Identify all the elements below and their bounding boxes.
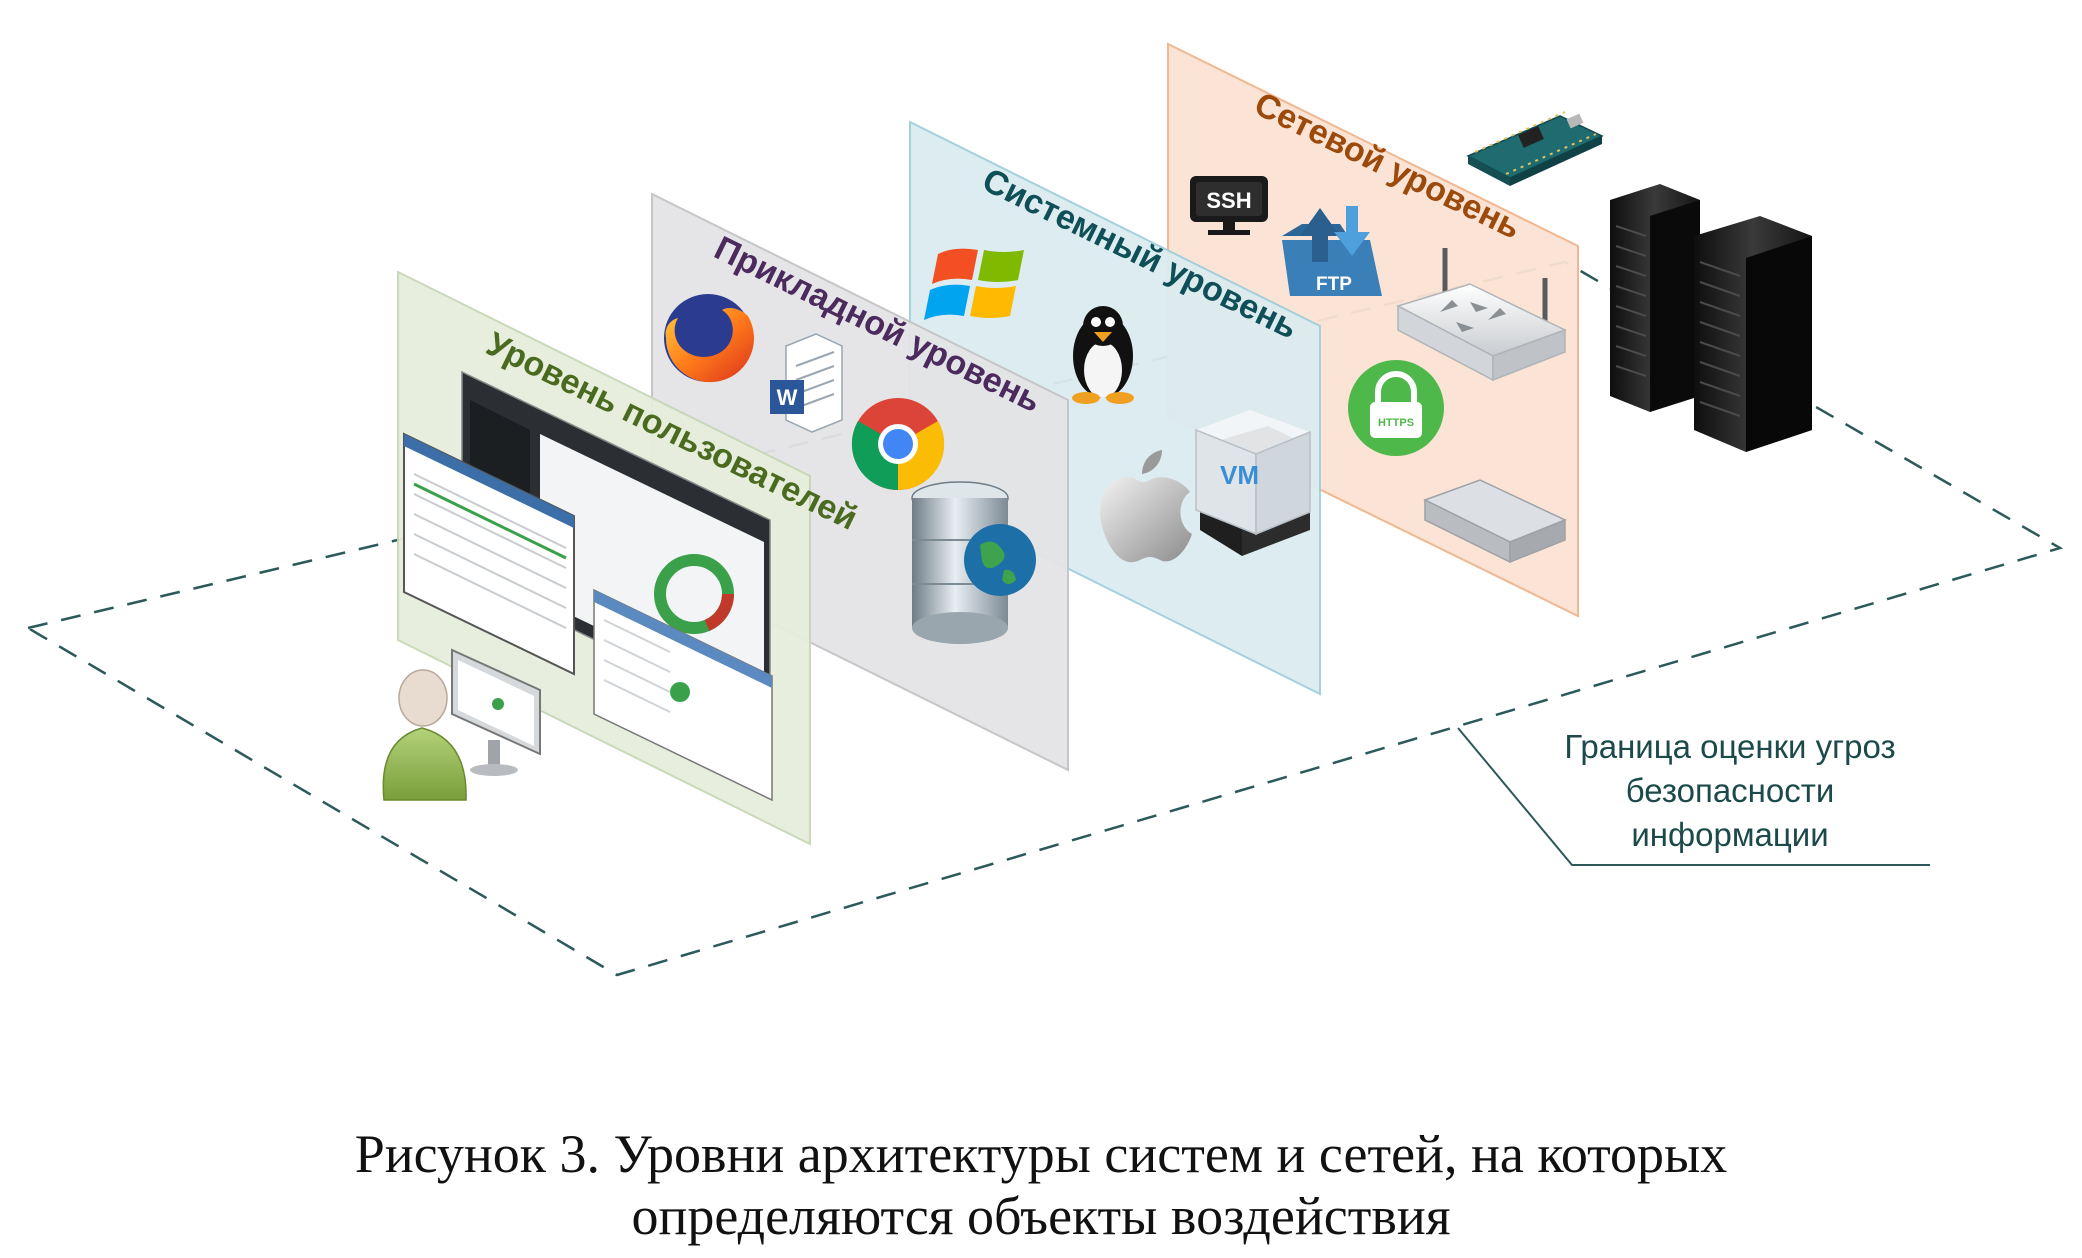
router-icon [1396,248,1567,382]
ssh-icon: SSH [1190,176,1268,235]
svg-text:SSH: SSH [1206,188,1251,213]
linux-tux-icon [1072,306,1134,404]
system-layer-panel: Системный уровень [909,120,1321,696]
assessment-boundary [24,260,2064,977]
firefox-icon [664,294,754,383]
database-icon [911,481,1036,644]
virtual-machine-icon: VM [1195,410,1311,556]
microcontroller-board-icon [1466,111,1604,186]
apple-logo-icon [1100,450,1192,563]
network-switch-icon [1423,479,1567,564]
svg-text:HTTPS: HTTPS [1378,417,1414,429]
figure-caption-line2: определяются объекты воздействия [631,1186,1451,1246]
blue-app-screenshot [403,432,575,676]
user-monitor-icon [451,648,541,776]
ftp-folder-icon: FTP [1282,206,1382,296]
network-layer-panel: Сетевой уровень SSH FTP [1167,42,1579,618]
word-document-icon: W [770,333,843,433]
https-lock-icon: HTTPS [1348,360,1444,456]
figure-caption-line1: Рисунок 3. Уровни архитектуры систем и с… [354,1124,1728,1184]
windows-logo-icon [924,248,1024,320]
dashboard-screenshot [593,588,773,802]
user-person-icon [382,669,467,801]
boundary-label-line1: Граница оценки угроз [1564,728,1895,765]
boundary-leader-line [1457,727,1930,866]
boundary-label-line2: безопасности [1626,772,1835,809]
boundary-label-line3: информации [1631,816,1828,853]
server-rack-icon [1610,184,1812,452]
svg-text:VM: VM [1220,460,1259,490]
application-layer-panel: Прикладной уровень W [651,192,1069,772]
svg-text:W: W [777,385,798,410]
chrome-icon [851,398,945,491]
svg-text:FTP: FTP [1316,274,1352,295]
